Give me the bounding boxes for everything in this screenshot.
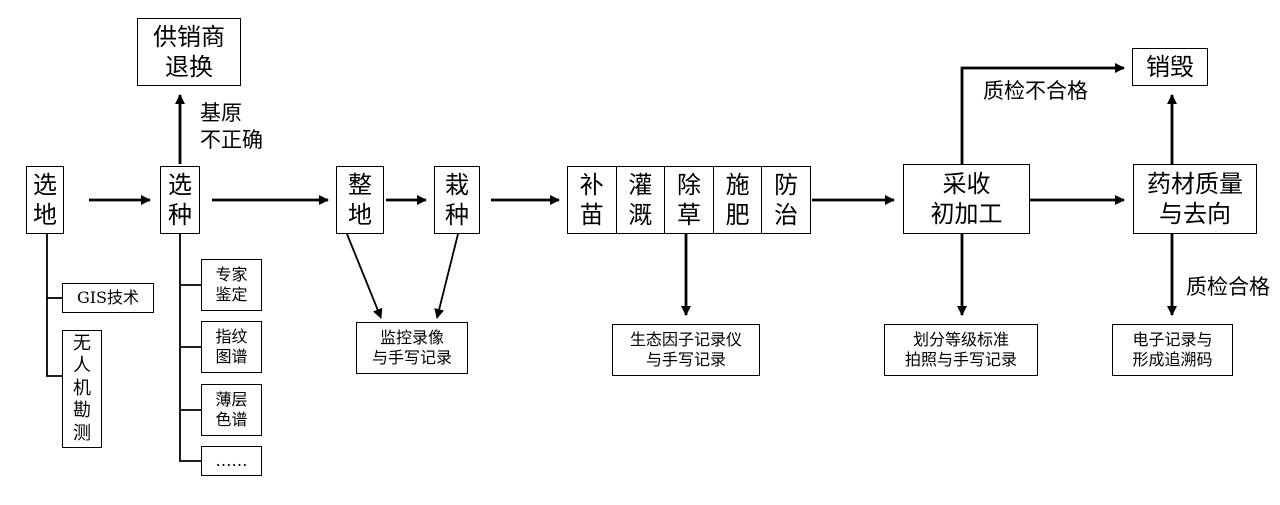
qc-fail-label: 质检不合格 xyxy=(983,79,1088,103)
select-land-box: 选 地 xyxy=(26,166,64,234)
quality-destination-box: 药材质量 与去向 xyxy=(1133,164,1257,234)
arrow-harvest-to-destroy xyxy=(960,63,1125,164)
fertilize-cell: 施 肥 xyxy=(712,167,762,233)
pest-control-cell: 防 治 xyxy=(761,167,810,233)
ellipsis-box: …… xyxy=(201,446,262,476)
grading-record-box: 划分等级标准 拍照与手写记录 xyxy=(884,324,1038,376)
gis-box: GIS技术 xyxy=(62,283,154,313)
qc-pass-label: 质检合格 xyxy=(1186,275,1270,299)
drone-survey-box: 无 人 机 勘 测 xyxy=(62,330,102,448)
irrigation-cell: 灌 溉 xyxy=(615,167,665,233)
tree-select-land xyxy=(46,234,62,377)
tlc-box: 薄层 色谱 xyxy=(201,384,262,436)
expert-identification-box: 专家 鉴定 xyxy=(201,259,262,311)
tree-select-seed xyxy=(179,234,201,462)
destroy-box: 销毁 xyxy=(1132,48,1208,86)
arrow-level-to-monitor xyxy=(346,233,383,319)
harvest-processing-box: 采收 初加工 xyxy=(903,164,1030,234)
trace-code-box: 电子记录与 形成追溯码 xyxy=(1112,324,1233,376)
select-seed-box: 选 种 xyxy=(160,166,200,234)
field-management-box: 补 苗 灌 溉 除 草 施 肥 防 治 xyxy=(567,166,811,234)
plant-box: 栽 种 xyxy=(434,166,480,234)
eco-recorder-box: 生态因子记录仪 与手写记录 xyxy=(612,324,760,376)
fingerprint-box: 指纹 图谱 xyxy=(201,321,262,373)
arrow-plant-to-monitor xyxy=(434,233,459,319)
base-wrong-label: 基原 不正确 xyxy=(200,101,263,153)
replant-cell: 补 苗 xyxy=(579,171,604,229)
monitor-record-box: 监控录像 与手写记录 xyxy=(356,322,468,374)
level-land-box: 整 地 xyxy=(336,166,384,234)
weeding-cell: 除 草 xyxy=(664,167,713,233)
supplier-return-box: 供销商 退换 xyxy=(137,18,241,86)
